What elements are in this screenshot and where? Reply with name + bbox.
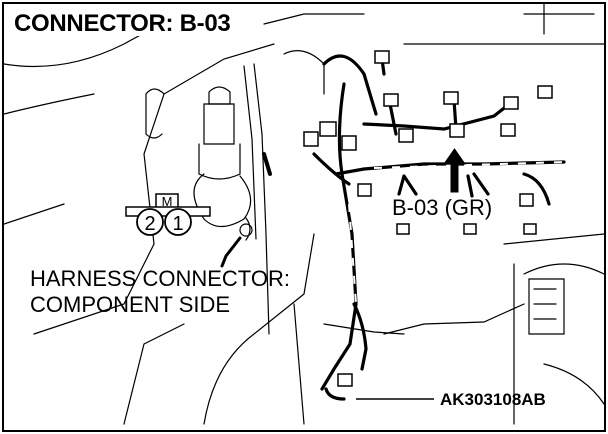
diagram-code: AK303108AB (440, 390, 546, 409)
diagram-title: CONNECTOR: B-03 (12, 10, 233, 37)
connector-face-symbol: M 2 1 (125, 193, 211, 236)
connector-b03-label: B-03 (GR) (392, 195, 493, 220)
engine-bay-illustration: M 2 1 (4, 4, 604, 425)
pin-1-number: 1 (172, 213, 183, 235)
pin-2-number: 2 (144, 213, 155, 235)
harness-connector-caption: HARNESS CONNECTOR: COMPONENT SIDE (30, 266, 290, 318)
pin-marker-text: M (162, 194, 173, 209)
harness-caption-line-2: COMPONENT SIDE (30, 292, 231, 317)
harness-caption-line-1: HARNESS CONNECTOR: (30, 266, 290, 291)
